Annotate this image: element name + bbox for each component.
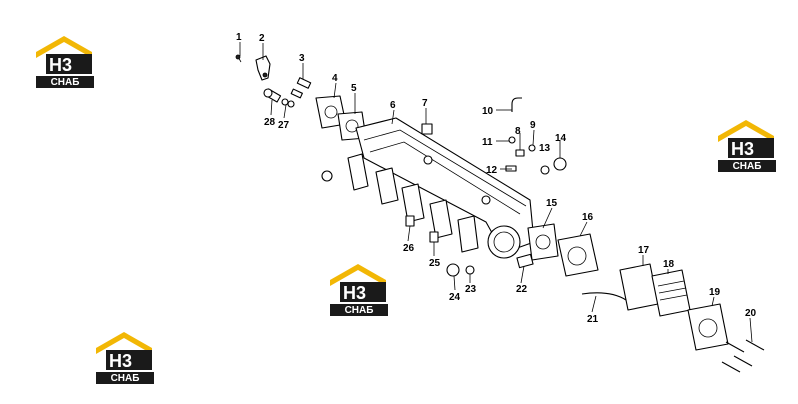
part-3-bolt <box>290 77 312 99</box>
callout-24: 24 <box>449 292 461 303</box>
part-1-screw <box>235 54 242 63</box>
callout-28: 28 <box>264 117 276 128</box>
logo-caption-bg <box>718 160 776 172</box>
callout-20: 20 <box>745 308 757 319</box>
callout-17: 17 <box>638 245 650 256</box>
callout-leaders <box>239 42 753 343</box>
watermark-logo-top-left: H3 СНАБ <box>36 36 94 88</box>
part-28-bolt <box>263 88 282 103</box>
part-26-stud <box>405 215 415 227</box>
logo-letters: H3 <box>49 55 72 75</box>
part-21-pipe <box>581 292 627 301</box>
callout-2: 2 <box>259 33 265 44</box>
callout-6: 6 <box>390 100 396 111</box>
callout-22: 22 <box>516 284 528 295</box>
callout-18: 18 <box>663 259 675 270</box>
part-14-sensor <box>553 157 567 171</box>
logo-caption: СНАБ <box>111 373 140 384</box>
part-13-ring <box>540 165 550 175</box>
watermark-logo-center: H3 СНАБ <box>330 264 388 316</box>
part-11-washer <box>508 136 516 144</box>
callout-8: 8 <box>515 126 521 137</box>
part-23-washer <box>465 265 475 275</box>
callout-27: 27 <box>278 120 290 131</box>
logo-roof <box>330 264 386 286</box>
callout-11: 11 <box>482 137 493 148</box>
part-17-gasket <box>619 263 659 311</box>
callout-7: 7 <box>422 98 428 109</box>
logo-letter-box <box>340 282 386 302</box>
part-19-end-flange <box>687 303 729 351</box>
watermark-logo-right: H3 СНАБ <box>718 120 776 172</box>
logo-roof <box>36 36 92 58</box>
logo-caption-bg <box>330 304 388 316</box>
part-2-bracket <box>255 55 271 81</box>
part-nut-left <box>321 170 333 182</box>
part-8-fitting <box>515 149 525 157</box>
part-25-stud <box>429 231 439 243</box>
logo-caption: СНАБ <box>345 305 374 316</box>
callout-21: 21 <box>587 314 599 325</box>
logo-letters: H3 <box>731 139 754 159</box>
callout-labels: 1 2 3 4 5 6 7 8 9 10 11 12 13 14 15 16 1… <box>236 32 757 325</box>
logo-caption-bg <box>36 76 94 88</box>
part-9-nut <box>528 144 536 152</box>
part-18-cover <box>651 269 691 317</box>
logo-roof <box>96 332 152 354</box>
logo-caption: СНАБ <box>51 77 80 88</box>
callout-9: 9 <box>530 120 536 131</box>
callout-5: 5 <box>351 83 357 94</box>
logo-roof <box>718 120 774 142</box>
callout-23: 23 <box>465 284 477 295</box>
callout-1: 1 <box>236 32 242 43</box>
part-6-exhaust-manifold <box>347 117 535 259</box>
callout-19: 19 <box>709 287 721 298</box>
part-10-bent-tube <box>511 97 522 112</box>
callout-4: 4 <box>332 73 338 84</box>
callout-13: 13 <box>539 143 551 154</box>
logo-letter-box <box>46 54 92 74</box>
logo-letters: H3 <box>343 283 366 303</box>
callout-25: 25 <box>429 258 441 269</box>
callout-15: 15 <box>546 198 558 209</box>
watermark-logo-bottom-left: H3 СНАБ <box>96 332 154 384</box>
part-7-plug <box>421 123 433 135</box>
callout-10: 10 <box>482 106 494 117</box>
logo-letter-box <box>728 138 774 158</box>
part-24-nut <box>446 263 460 277</box>
logo-caption-bg <box>96 372 154 384</box>
callout-14: 14 <box>555 133 567 144</box>
part-27-washer <box>281 98 295 108</box>
part-15-gasket <box>527 223 559 261</box>
part-12-connector <box>505 165 517 172</box>
callout-3: 3 <box>299 53 305 64</box>
part-20-bolts <box>721 339 765 373</box>
logo-letter-box <box>106 350 152 370</box>
part-16-adapter-housing <box>557 233 599 277</box>
logo-letters: H3 <box>109 351 132 371</box>
callout-12: 12 <box>486 165 498 176</box>
logo-caption: СНАБ <box>733 161 762 172</box>
callout-16: 16 <box>582 212 594 223</box>
part-22-sleeve <box>516 253 534 269</box>
callout-26: 26 <box>403 243 415 254</box>
